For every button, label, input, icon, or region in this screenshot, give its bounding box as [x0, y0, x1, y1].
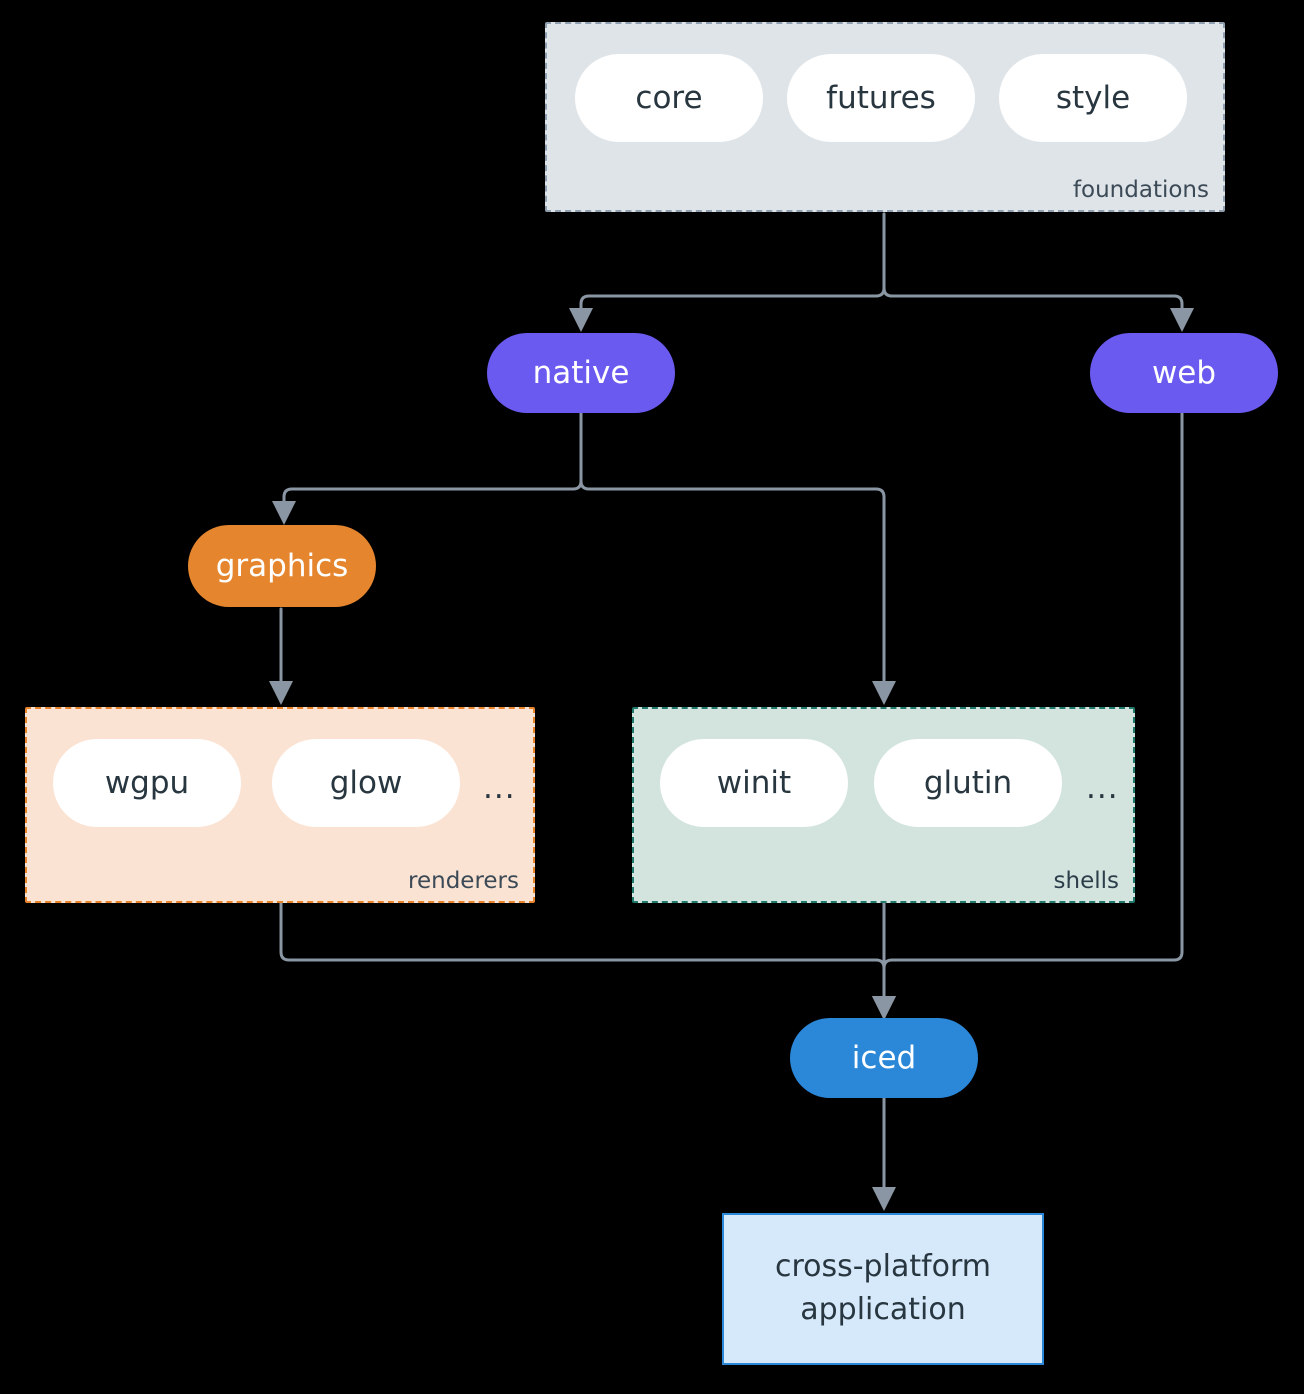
node-native[interactable]: native [487, 333, 675, 413]
node-web[interactable]: web [1090, 333, 1278, 413]
pill-core[interactable]: core [575, 54, 763, 142]
shells-more-ellipsis: ... [1086, 770, 1119, 806]
node-iced-label: iced [851, 1040, 917, 1076]
node-web-label: web [1151, 355, 1217, 391]
cluster-shells-label: shells [1053, 868, 1119, 894]
edge-native-graphics [272, 410, 583, 525]
cluster-foundations-label: foundations [1072, 177, 1209, 203]
pill-glow[interactable]: glow [272, 739, 460, 827]
pill-wgpu[interactable]: wgpu [53, 739, 241, 827]
application-line-1: cross-platform [774, 1249, 992, 1285]
node-cross-platform-application[interactable]: cross-platform application [722, 1213, 1044, 1365]
pill-futures[interactable]: futures [787, 54, 975, 142]
renderers-more-ellipsis: ... [483, 770, 516, 806]
pill-winit[interactable]: winit [660, 739, 848, 827]
pill-wgpu-label: wgpu [104, 765, 190, 801]
edge-foundations-web [882, 212, 1194, 332]
node-graphics[interactable]: graphics [188, 525, 376, 607]
pill-glutin[interactable]: glutin [874, 739, 1062, 827]
cluster-renderers: wgpu glow ... renderers [25, 707, 535, 903]
cluster-foundations: core futures style foundations [545, 22, 1225, 212]
edge-native-shells [579, 410, 896, 705]
cluster-shells: winit glutin ... shells [632, 707, 1135, 903]
pill-glow-label: glow [329, 765, 403, 801]
node-native-label: native [532, 355, 630, 391]
node-iced[interactable]: iced [790, 1018, 978, 1098]
pill-style[interactable]: style [999, 54, 1187, 142]
pill-glutin-label: glutin [923, 765, 1013, 801]
node-graphics-label: graphics [215, 548, 349, 584]
pill-futures-label: futures [826, 80, 936, 116]
edge-renderers-iced [279, 901, 896, 1020]
pill-style-label: style [1055, 80, 1131, 116]
edge-foundations-native [569, 212, 886, 332]
pill-core-label: core [635, 80, 703, 116]
application-line-2: application [800, 1292, 966, 1327]
pill-winit-label: winit [716, 765, 792, 801]
cluster-renderers-label: renderers [408, 868, 519, 894]
